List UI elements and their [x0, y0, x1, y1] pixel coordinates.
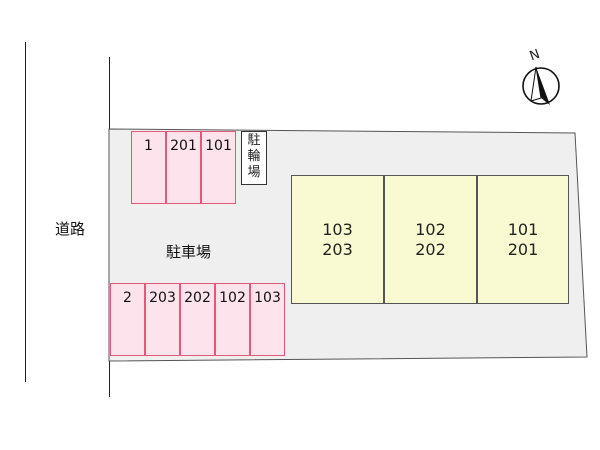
unit-number-bottom: 202: [415, 239, 446, 259]
parking-space: 201: [166, 131, 201, 204]
north-arrow-icon: [522, 66, 560, 105]
parking-space: 202: [180, 283, 215, 356]
parking-space: 103: [250, 283, 285, 356]
building-unit: 102 202: [384, 175, 477, 304]
building-unit: 103 203: [291, 175, 384, 304]
bicycle-parking-box: 駐輪場: [241, 131, 267, 185]
parking-space: 102: [215, 283, 250, 356]
road-boundary-line: [25, 42, 26, 382]
parking-space: 2: [110, 283, 145, 356]
building-unit: 101 201: [477, 175, 569, 304]
unit-number-top: 103: [322, 219, 353, 239]
unit-number-bottom: 203: [322, 239, 353, 259]
parking-space: 203: [145, 283, 180, 356]
unit-number-bottom: 201: [507, 239, 539, 259]
unit-number-top: 102: [415, 219, 446, 239]
bicycle-parking-label: 駐輪場: [247, 133, 261, 180]
unit-number-top: 101: [507, 219, 539, 239]
parking-space: 101: [201, 131, 236, 204]
parking-lot-label: 駐車場: [166, 243, 212, 261]
road-label: 道路: [55, 220, 86, 238]
parking-space: 1: [131, 131, 166, 204]
